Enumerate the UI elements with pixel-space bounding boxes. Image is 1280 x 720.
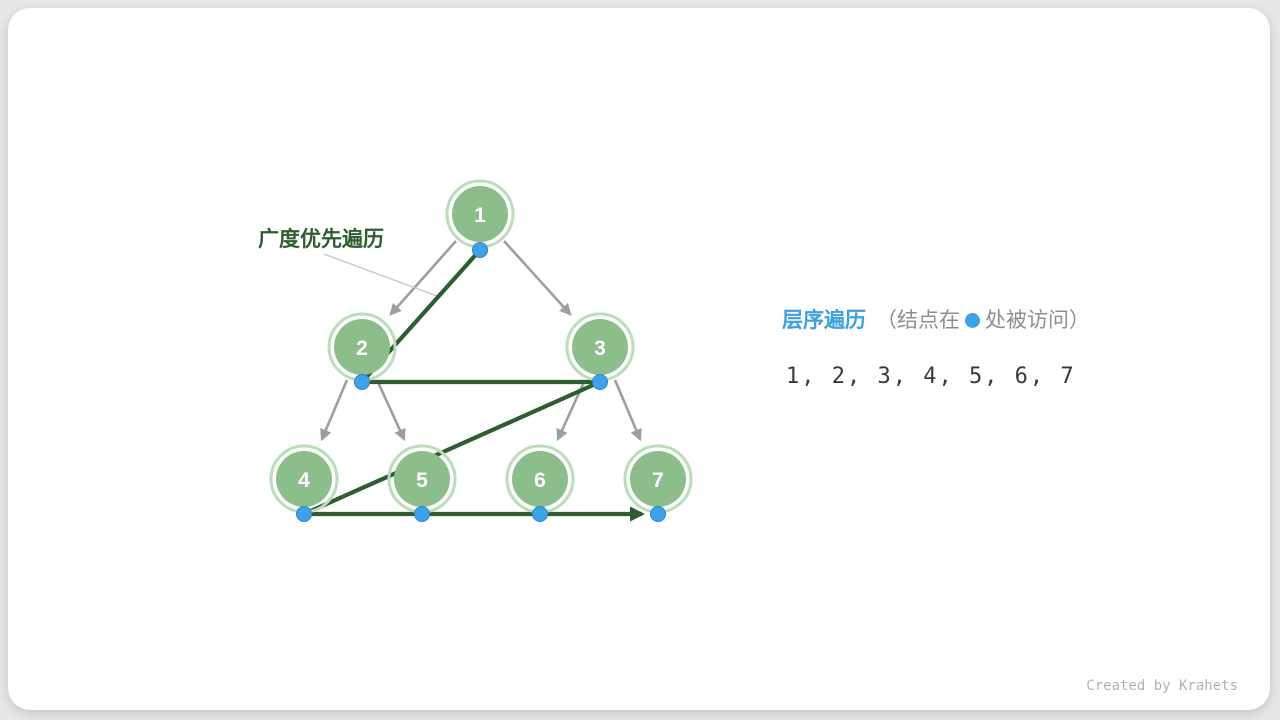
tree-edge-2-4 (320, 379, 349, 442)
visit-dot-2 (354, 374, 370, 390)
node-value: 5 (416, 469, 428, 492)
legend-note-open: （结点在 (876, 309, 960, 332)
tree-node-5: 5 (387, 444, 457, 514)
credit-text: Created by Krahets (1086, 678, 1238, 694)
tree-edge-3-7 (613, 379, 642, 442)
visit-dot-icon (965, 313, 980, 328)
node-value: 1 (474, 204, 486, 227)
node-value: 3 (594, 337, 606, 360)
legend-title: 层序遍历 (782, 309, 866, 332)
label-pointer-line (323, 253, 438, 297)
tree-edge-2-5 (375, 379, 406, 442)
legend-note-close: 处被访问） (985, 309, 1090, 332)
node-value: 2 (356, 337, 368, 360)
legend-note: （结点在 处被访问） (876, 309, 1090, 332)
node-circle (276, 451, 332, 507)
node-value: 7 (652, 469, 664, 492)
visit-dot-5 (414, 506, 430, 522)
bfs-label: 广度优先遍历 (258, 227, 384, 251)
node-circle (394, 451, 450, 507)
node-value: 6 (534, 469, 546, 492)
tree-edges (320, 240, 642, 442)
node-circle (512, 451, 568, 507)
node-circle (452, 186, 508, 242)
visit-dot-1 (472, 242, 488, 258)
visit-dots (296, 242, 666, 522)
visit-dot-7 (650, 506, 666, 522)
visit-dot-6 (532, 506, 548, 522)
node-circle (572, 319, 628, 375)
tree-node-3: 3 (565, 312, 635, 382)
node-value: 4 (298, 469, 310, 492)
tree-node-2: 2 (327, 312, 397, 382)
content-card (8, 8, 1270, 710)
traversal-sequence: 1, 2, 3, 4, 5, 6, 7 (786, 364, 1076, 389)
tree-node-1: 1 (445, 179, 515, 249)
node-circle (334, 319, 390, 375)
visit-dot-3 (592, 374, 608, 390)
tree-edge-1-2 (389, 240, 457, 316)
tree-node-4: 4 (269, 444, 339, 514)
node-circle (630, 451, 686, 507)
tree-edge-1-3 (503, 240, 572, 316)
tree-node-6: 6 (505, 444, 575, 514)
legend: 层序遍历 （结点在 处被访问） (782, 308, 1090, 334)
tree-node-7: 7 (623, 444, 693, 514)
visit-dot-4 (296, 506, 312, 522)
